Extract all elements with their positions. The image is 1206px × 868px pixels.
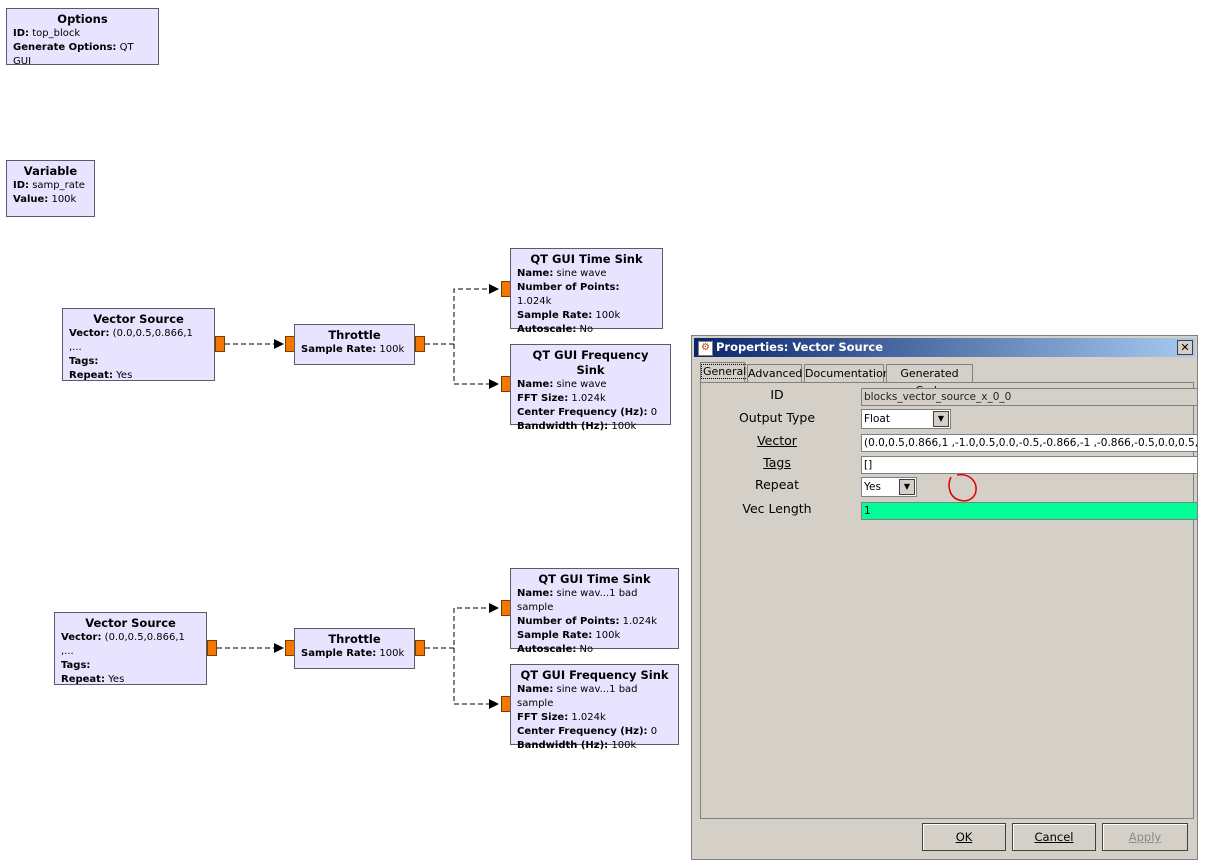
tags-label: Tags bbox=[763, 455, 791, 470]
block-param: Autoscale: No bbox=[517, 324, 594, 335]
red-circle-annotation bbox=[948, 473, 977, 502]
block-param: Tags: bbox=[69, 356, 99, 367]
block-title: QT GUI Time Sink bbox=[530, 252, 643, 266]
block-param: Repeat: Yes bbox=[61, 674, 125, 685]
general-panel: ID blocks_vector_source_x_0_0 Output Typ… bbox=[700, 382, 1198, 819]
block-param: Repeat: Yes bbox=[69, 370, 133, 381]
block-param: Name: sine wave bbox=[517, 268, 607, 279]
block-title: QT GUI Frequency Sink bbox=[532, 348, 649, 377]
block-title: Throttle bbox=[328, 328, 381, 342]
block-param: Name: sine wave bbox=[517, 379, 607, 390]
block-param: ID: top_block bbox=[13, 28, 81, 39]
block-param: Name: sine wav...1 bad sample bbox=[517, 588, 638, 613]
block-param: Autoscale: No bbox=[517, 644, 594, 655]
block-param: FFT Size: 1.024k bbox=[517, 712, 606, 723]
block-title: QT GUI Time Sink bbox=[538, 572, 651, 586]
block-param: Vector: (0.0,0.5,0.866,1 ,... bbox=[69, 328, 193, 353]
close-icon[interactable]: ✕ bbox=[1177, 340, 1193, 355]
block-title: QT GUI Frequency Sink bbox=[520, 668, 669, 682]
dialog-title-bar[interactable]: ⚙ Properties: Vector Source ✕ bbox=[694, 338, 1195, 357]
block-param: Sample Rate: 100k bbox=[517, 310, 621, 321]
block-title: Vector Source bbox=[93, 312, 184, 326]
block-param: Generate Options: QT GUI bbox=[13, 42, 134, 67]
block-title: Vector Source bbox=[85, 616, 176, 630]
block-param: Number of Points: 1.024k bbox=[517, 282, 620, 307]
wire-th1-fs1 bbox=[453, 344, 499, 389]
block-param: Tags: bbox=[61, 660, 91, 671]
wire-th2-ts2 bbox=[425, 603, 499, 649]
vector-label: Vector bbox=[757, 433, 797, 448]
wire-th2-fs2 bbox=[453, 648, 499, 709]
cancel-button[interactable]: Cancel bbox=[1012, 823, 1096, 851]
block-param: Bandwidth (Hz): 100k bbox=[517, 740, 637, 751]
vector-source-1-out-port[interactable] bbox=[215, 336, 225, 352]
chevron-down-icon[interactable]: ▼ bbox=[933, 411, 949, 427]
block-param: Name: sine wav...1 bad sample bbox=[517, 684, 638, 709]
dialog-title: Properties: Vector Source bbox=[716, 340, 884, 354]
block-param: Sample Rate: 100k bbox=[301, 648, 405, 659]
ok-button[interactable]: OK bbox=[922, 823, 1006, 851]
block-param: ID: samp_rate bbox=[13, 180, 85, 191]
output-type-select[interactable]: Float ▼ bbox=[861, 409, 951, 429]
properties-dialog: ⚙ Properties: Vector Source ✕ General Ad… bbox=[691, 335, 1198, 860]
tab-general[interactable]: General bbox=[700, 362, 749, 383]
repeat-select[interactable]: Yes ▼ bbox=[861, 477, 917, 497]
chevron-down-icon[interactable]: ▼ bbox=[899, 479, 915, 495]
app-icon: ⚙ bbox=[698, 341, 713, 356]
block-title: Options bbox=[57, 12, 108, 26]
block-param: Sample Rate: 100k bbox=[301, 344, 405, 355]
throttle-2-out-port[interactable] bbox=[415, 640, 425, 656]
vec-length-input[interactable]: 1 bbox=[861, 502, 1198, 520]
tab-advanced[interactable]: Advanced bbox=[747, 364, 802, 382]
throttle-1-out-port[interactable] bbox=[415, 336, 425, 352]
apply-button: Apply bbox=[1102, 823, 1188, 851]
block-param: Vector: (0.0,0.5,0.866,1 ,... bbox=[61, 632, 185, 657]
output-type-label: Output Type bbox=[738, 410, 816, 425]
block-param: Bandwidth (Hz): 100k bbox=[517, 421, 637, 432]
tab-generated-code[interactable]: Generated Code bbox=[886, 364, 973, 397]
vector-source-2-out-port[interactable] bbox=[207, 640, 217, 656]
vec-length-label: Vec Length bbox=[742, 501, 812, 516]
block-param: Value: 100k bbox=[13, 194, 77, 205]
block-title: Variable bbox=[23, 164, 78, 178]
wire-th1-ts1 bbox=[425, 284, 499, 345]
block-param: Sample Rate: 100k bbox=[517, 630, 621, 641]
id-field: blocks_vector_source_x_0_0 bbox=[861, 388, 1198, 406]
block-param: FFT Size: 1.024k bbox=[517, 393, 606, 404]
block-param: Number of Points: 1.024k bbox=[517, 616, 658, 627]
block-title: Throttle bbox=[328, 632, 381, 646]
tab-documentation[interactable]: Documentation bbox=[804, 364, 890, 382]
block-param: Center Frequency (Hz): 0 bbox=[517, 407, 658, 418]
id-label: ID bbox=[770, 387, 784, 402]
block-param: Center Frequency (Hz): 0 bbox=[517, 726, 658, 737]
vector-input[interactable]: (0.0,0.5,0.866,1 ,-1.0,0.5,0.0,-0.5,-0.8… bbox=[861, 434, 1198, 452]
tags-input[interactable]: [] bbox=[861, 456, 1198, 474]
repeat-label: Repeat bbox=[754, 477, 799, 492]
